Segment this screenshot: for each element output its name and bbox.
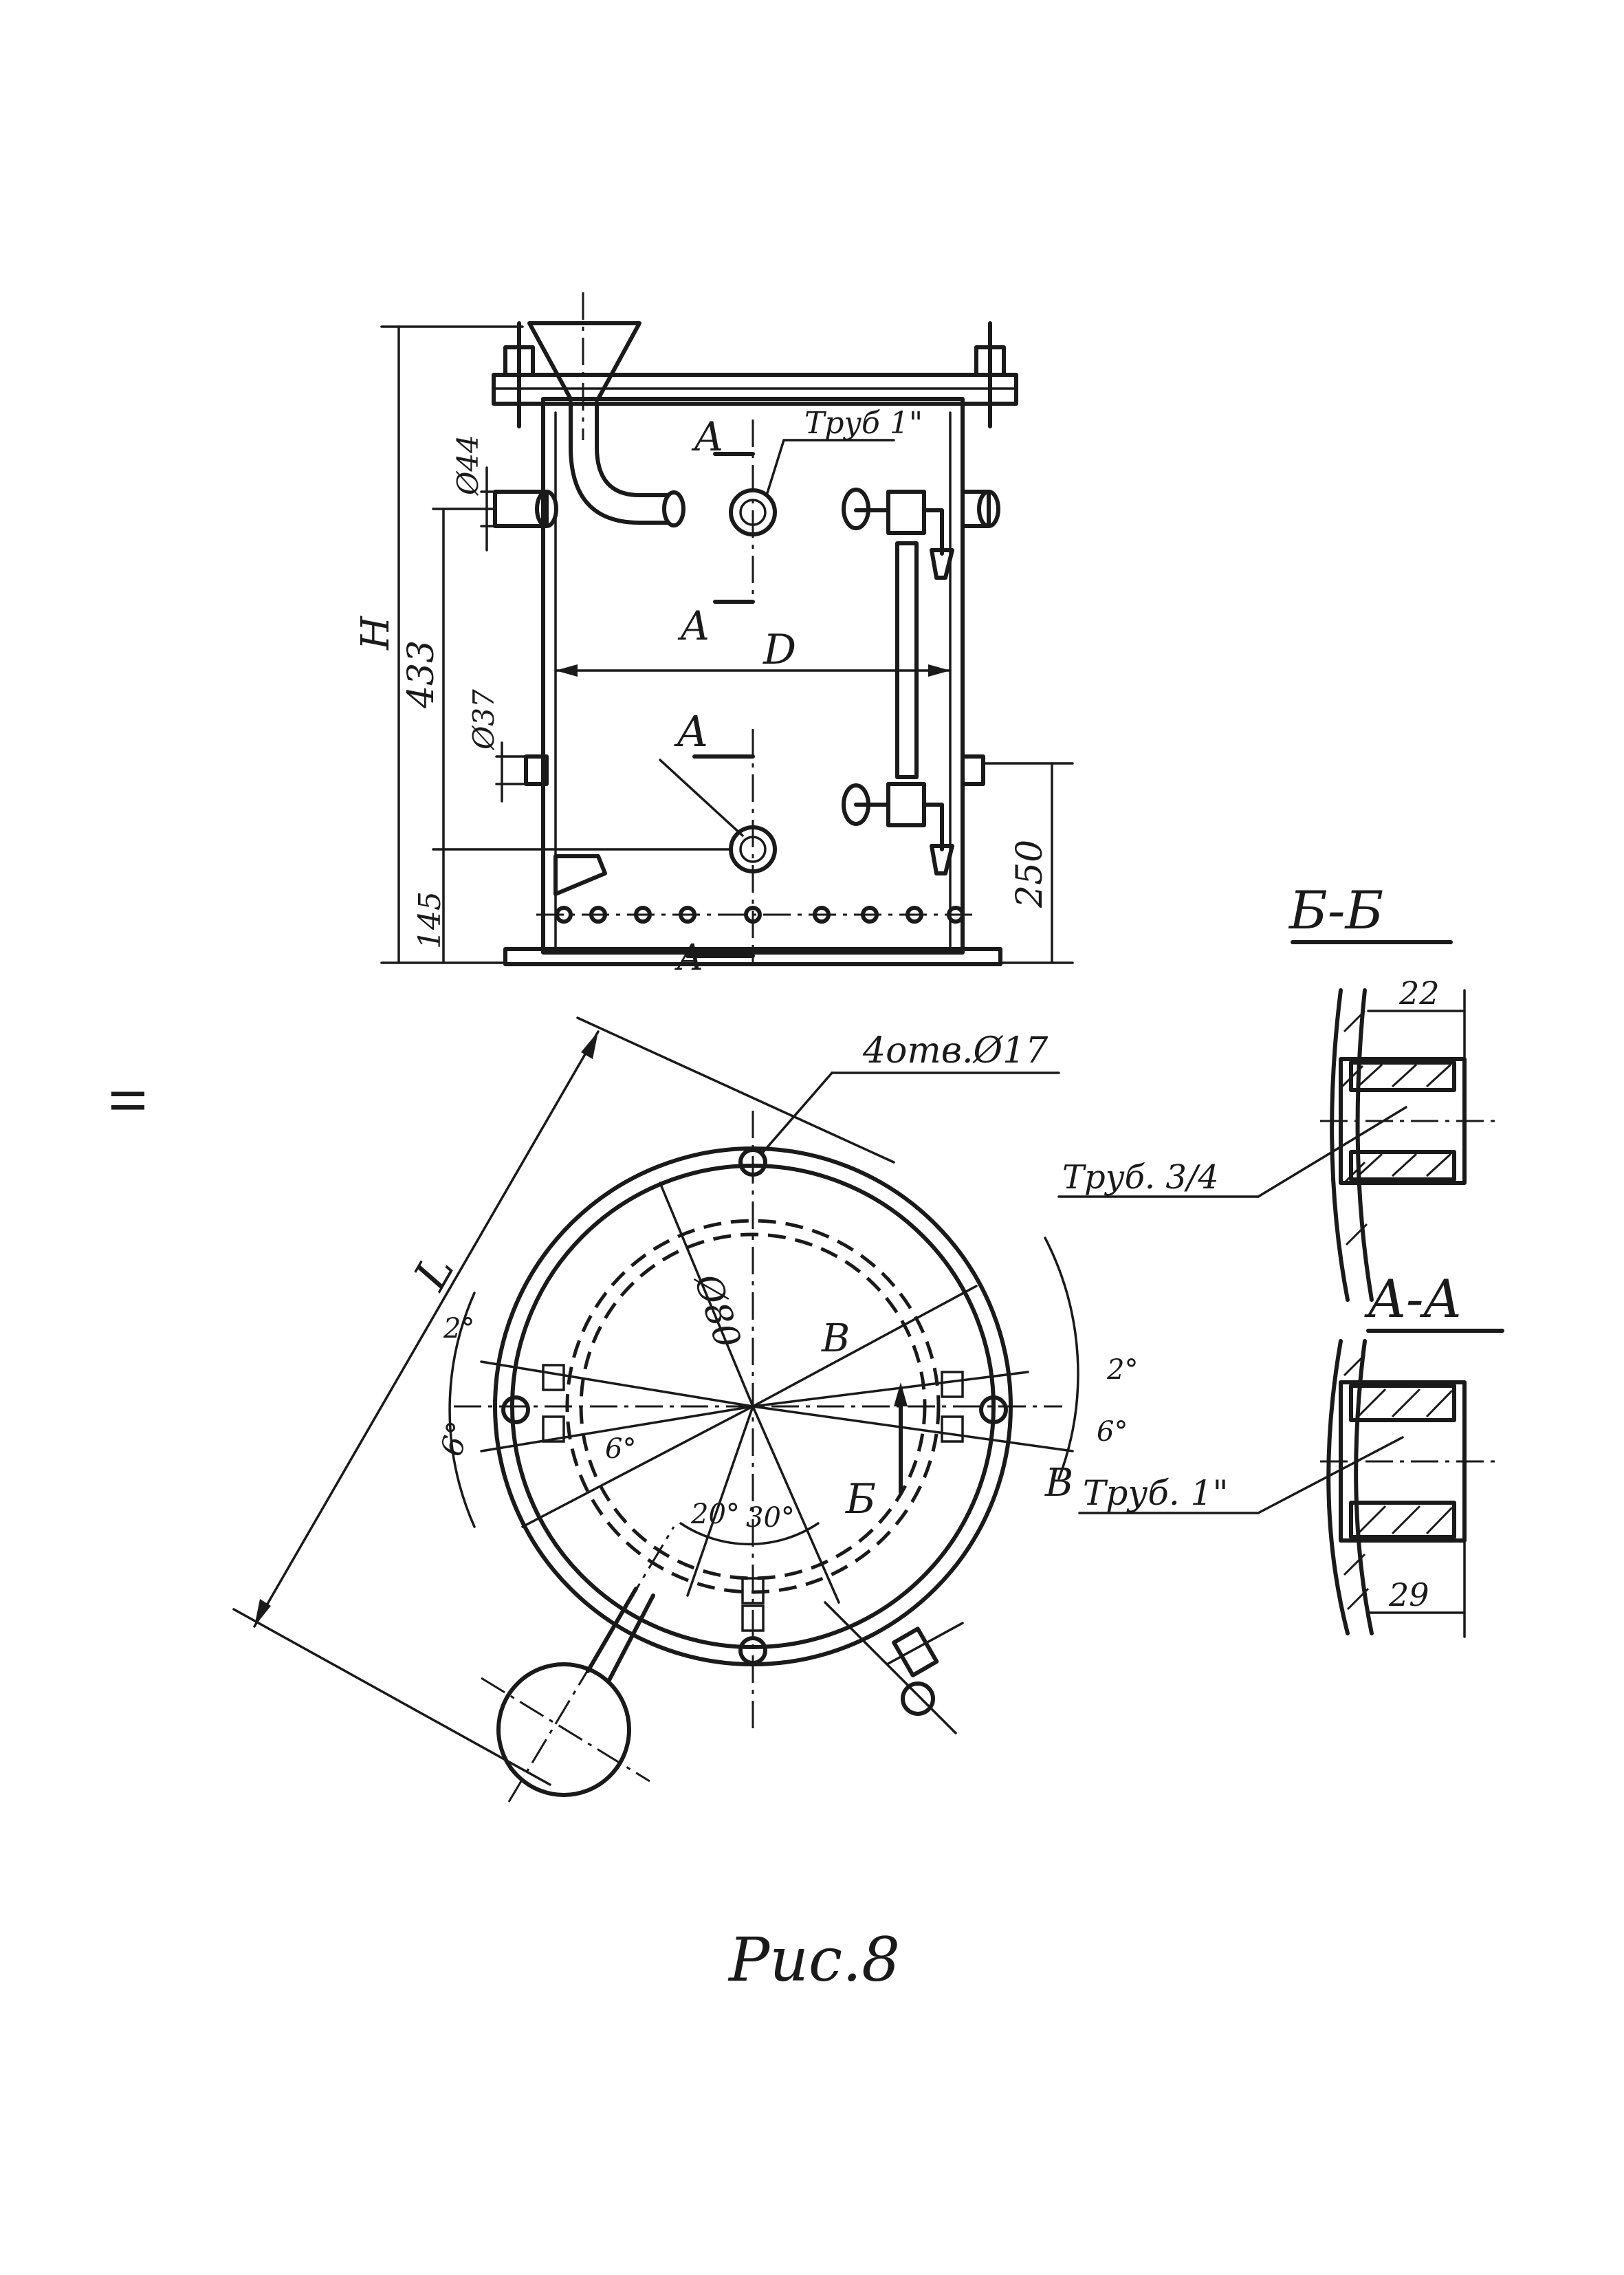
angle-2-left: 2° — [443, 1313, 474, 1345]
gauge-glass — [842, 490, 954, 875]
funnel-pipe — [569, 400, 669, 525]
angle-6-inner: 6° — [605, 1433, 636, 1465]
dim-l-label: L — [404, 1246, 465, 1299]
section-aa: A-A 29 Труб. 1" — [1078, 1268, 1504, 1638]
plan-funnel — [481, 1526, 675, 1803]
section-bb-dim: 22 — [1398, 975, 1440, 1012]
dim-250-label: 250 — [1009, 840, 1051, 908]
funnel — [527, 321, 641, 401]
bottom-bolt-row — [536, 906, 976, 924]
dim-height-label: H — [353, 616, 398, 651]
dim-height: H — [353, 325, 524, 964]
front-view: A A A A Труб 1" H 433 145 — [353, 292, 1074, 979]
plan-view: L 4отв.Ø17 Ø80 B Б 2° 6° 6° 2° 6° В 20° … — [232, 1016, 1138, 1803]
dim-b-upper-label: B — [821, 1316, 850, 1361]
figure-caption: Рис.8 — [727, 1924, 900, 1995]
section-a-label-2: A — [677, 602, 710, 649]
nozzle-mid-right — [961, 754, 985, 786]
dim-phi-label: Ø80 — [685, 1268, 748, 1353]
bolt-hole-top — [738, 1148, 767, 1177]
tank-body — [541, 397, 965, 955]
dim-diameter-label: D — [762, 626, 796, 674]
bolt-hole-right — [979, 1395, 1008, 1424]
dim-145-label: 145 — [413, 891, 448, 949]
section-aa-dim: 29 — [1388, 1576, 1429, 1613]
dim-433: 433 — [401, 508, 730, 851]
lid-bolt-left — [503, 321, 535, 428]
dim-433-label: 433 — [401, 640, 442, 709]
dim-l: L — [232, 1016, 895, 1786]
section-bb-title: Б-Б — [1288, 880, 1383, 941]
angle-20: 20° — [690, 1499, 740, 1530]
pipe-label: Труб 1" — [804, 406, 923, 441]
dim-phi44: Ø44 — [451, 435, 496, 552]
angle-6-left: 6° — [434, 1417, 476, 1459]
nozzle-upper-right — [961, 490, 991, 528]
bolt-hole-bottom — [738, 1636, 767, 1665]
plan-gauge — [824, 1601, 964, 1734]
nozzle-mid-left — [524, 754, 549, 786]
holes-label: 4отв.Ø17 — [862, 1030, 1049, 1071]
section-bb-pipe: Труб. 3/4 — [1062, 1158, 1219, 1197]
bolt-hole-left — [501, 1395, 530, 1424]
dim-phi37-label: Ø37 — [467, 689, 501, 750]
angle-6-right: 6° — [1097, 1416, 1128, 1448]
dim-phi44-label: Ø44 — [451, 435, 485, 496]
dim-145: 145 — [413, 848, 448, 964]
section-aa-pipe: Труб. 1" — [1083, 1473, 1228, 1513]
section-a-markers: A A A A — [674, 413, 755, 979]
dim-250: 250 — [982, 762, 1074, 964]
dim-diameter: D — [554, 626, 952, 677]
page-number: II — [102, 1087, 155, 1114]
section-a-label-3: A — [674, 706, 708, 756]
section-a-label-4: A — [674, 937, 703, 979]
section-aa-title: A-A — [1364, 1268, 1461, 1329]
section-a-label-1: A — [691, 413, 723, 460]
angle-2-right: 2° — [1106, 1354, 1138, 1386]
drain-fitting — [553, 854, 607, 896]
dim-v-right: В — [1044, 1461, 1073, 1505]
dim-b-lower-label: Б — [845, 1475, 876, 1523]
dim-phi37: Ø37 — [467, 689, 527, 803]
lid-bolt-right — [974, 321, 1006, 428]
section-bb: Б-Б 22 Труб. 3/4 — [1057, 880, 1495, 1302]
angle-30: 30° — [746, 1502, 795, 1534]
